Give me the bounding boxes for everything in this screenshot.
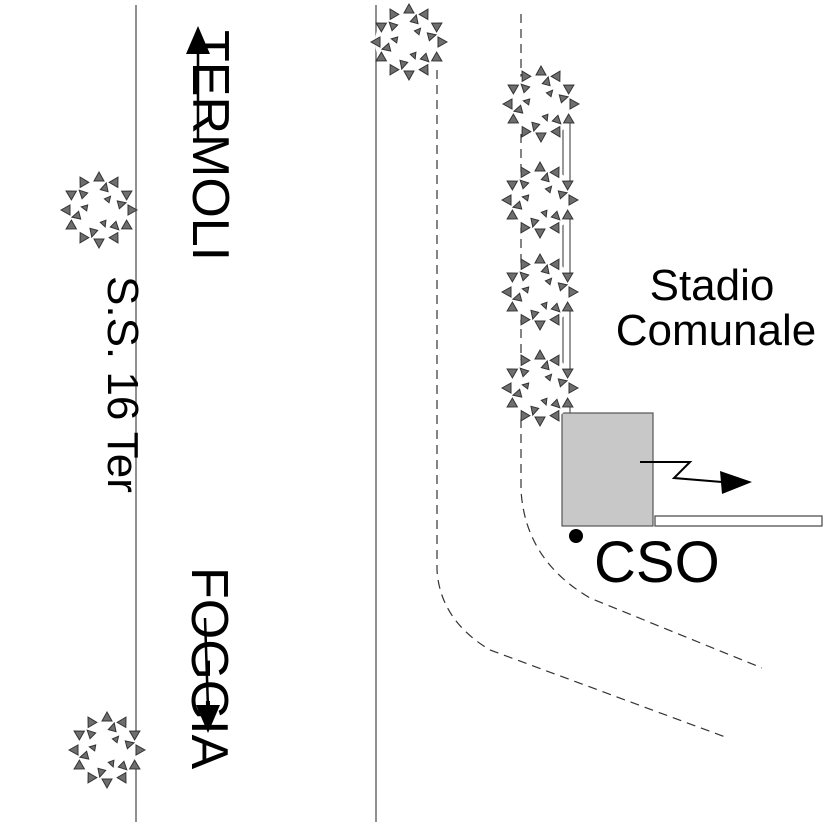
arrow-south-icon <box>196 617 220 733</box>
arrow-north-icon <box>186 26 210 142</box>
dashed-path-outer <box>436 70 729 739</box>
road-name-label: S.S. 16 Ter <box>98 276 147 493</box>
cso-point-marker-icon <box>569 529 583 543</box>
stadium-label-line1: Stadio <box>650 261 775 310</box>
stadium-label-line2: Comunale <box>616 306 817 355</box>
building <box>561 412 654 527</box>
discharge-arrow-icon <box>640 461 752 494</box>
direction-north-label: TERMOLI <box>181 30 239 261</box>
direction-south-label: FOGGIA <box>180 567 238 770</box>
outfall-pipe <box>654 515 823 527</box>
dashed-path-inner <box>520 14 763 669</box>
cso-label: CSO <box>594 530 720 595</box>
